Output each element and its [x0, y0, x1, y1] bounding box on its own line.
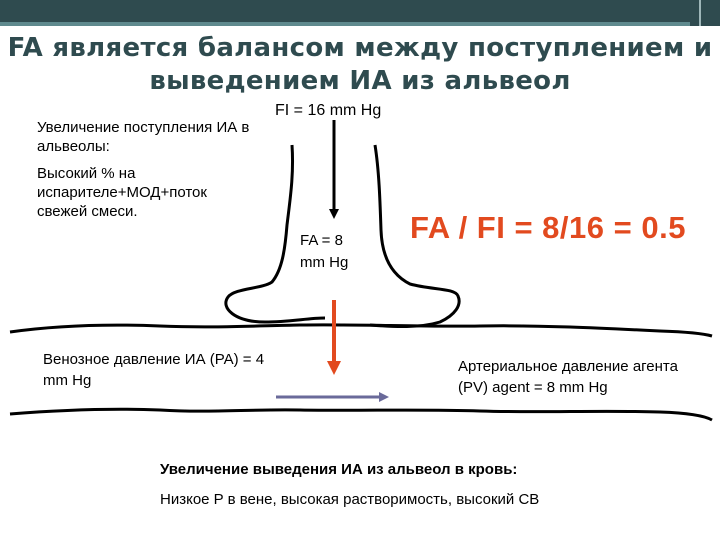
alveolus-outline-right [369, 144, 461, 329]
fa-label: FA = 8 mm Hg [300, 230, 380, 274]
vessel-wall [9, 407, 713, 422]
increase-intake-block: Увеличение поступления ИА в альвеолы: Вы… [37, 118, 257, 229]
fi-label: FI = 16 mm Hg [275, 102, 382, 119]
arterial-pressure-label: Артериальное давление агента (PV) agent … [458, 358, 678, 396]
removal-heading: Увеличение выведения ИА из альвеол в кро… [160, 461, 518, 478]
alveolus-outline-left [224, 144, 326, 324]
slide-title-line1: FA является балансом между поступлением … [7, 33, 713, 63]
slide-header-bar [0, 0, 720, 26]
slide-title-line2: выведением ИА из альвеол [149, 66, 571, 96]
removal-detail: Низкое P в вене, высокая растворимость, … [160, 491, 540, 508]
fa-label-value: FA = 8 [300, 232, 343, 249]
increase-intake-detail: Высокий % на испарителе+МОД+поток свежей… [37, 165, 207, 220]
slide-title: FA является балансом между поступлением … [0, 32, 720, 98]
alveolar-membrane [9, 323, 713, 338]
fa-fi-ratio: FA / FI = 8/16 = 0.5 [410, 210, 686, 245]
slide-header-accent [0, 22, 690, 26]
venous-pressure-label: Венозное давление ИА (PA) = 4 mm Hg [43, 351, 265, 389]
fa-label-unit: mm Hg [300, 254, 349, 271]
slide-header-divider [699, 0, 701, 26]
increase-intake-heading: Увеличение поступления ИА в альвеолы: [37, 119, 250, 155]
